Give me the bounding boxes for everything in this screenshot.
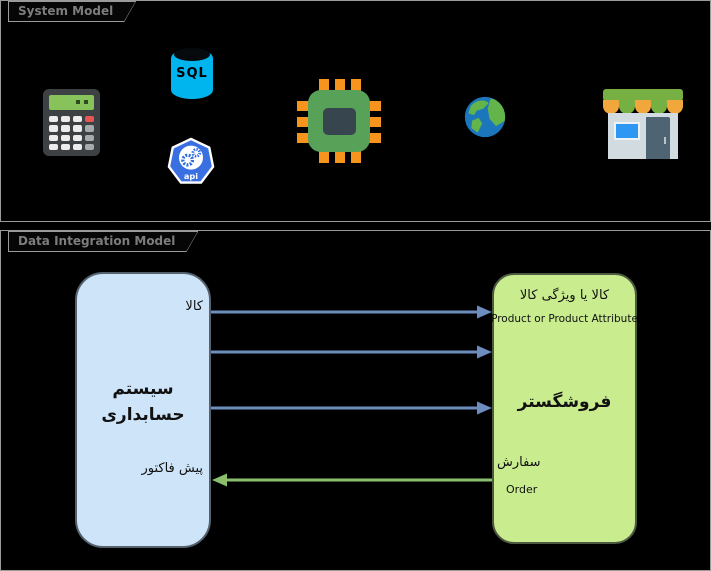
calculator-key [61, 116, 70, 123]
forooshgostar-node [492, 273, 637, 544]
api-icon: api [167, 137, 215, 184]
calculator-keypad [49, 116, 94, 150]
proforma-invoice-label: پیش فاکتور [141, 461, 203, 476]
store-icon [603, 89, 683, 159]
accounting-system-node [75, 272, 211, 548]
calculator-key [85, 116, 94, 123]
calculator-key [49, 134, 58, 141]
globe-icon [464, 96, 506, 138]
accounting-system-title-text: سیستم حسابداری [101, 379, 185, 426]
product-attribute-label-fa: کالا یا ویژگی کالا [519, 288, 610, 303]
calculator-key [85, 125, 94, 132]
calculator-screen [49, 95, 94, 110]
calculator-screen-dot [76, 100, 80, 104]
api-label: api [184, 171, 198, 181]
order-label-fa: سفارش [497, 455, 541, 470]
order-label-en: Order [506, 483, 538, 496]
product-flow-label: کالا [185, 299, 203, 314]
sql-database-icon: SQL [171, 48, 213, 99]
calculator-key [61, 134, 70, 141]
system-model-label: System Model [9, 2, 135, 21]
data-integration-label: Data Integration Model [9, 232, 197, 251]
calculator-screen-dot [84, 100, 88, 104]
accounting-system-title: سیستم حسابداری [75, 376, 211, 429]
cpu-chip-icon [297, 79, 381, 163]
sql-label: SQL [176, 66, 208, 81]
data-integration-tab: Data Integration Model [8, 231, 198, 252]
calculator-key [61, 125, 70, 132]
calculator-key [61, 143, 70, 150]
database-cylinder-top [174, 48, 210, 61]
calculator-key [49, 143, 58, 150]
calculator-key [49, 116, 58, 123]
calculator-key [49, 125, 58, 132]
calculator-key [73, 134, 82, 141]
system-model-section: System Model SQL api [0, 0, 711, 222]
calculator-key [73, 143, 82, 150]
calculator-key [85, 143, 94, 150]
calculator-key [73, 125, 82, 132]
system-model-tab: System Model [8, 1, 136, 22]
forooshgostar-title: فروشگستر [517, 392, 612, 412]
calculator-key [73, 116, 82, 123]
calculator-key [85, 134, 94, 141]
calculator-icon [43, 89, 100, 156]
product-attribute-label-en: Product or Product Attribute [491, 313, 638, 325]
